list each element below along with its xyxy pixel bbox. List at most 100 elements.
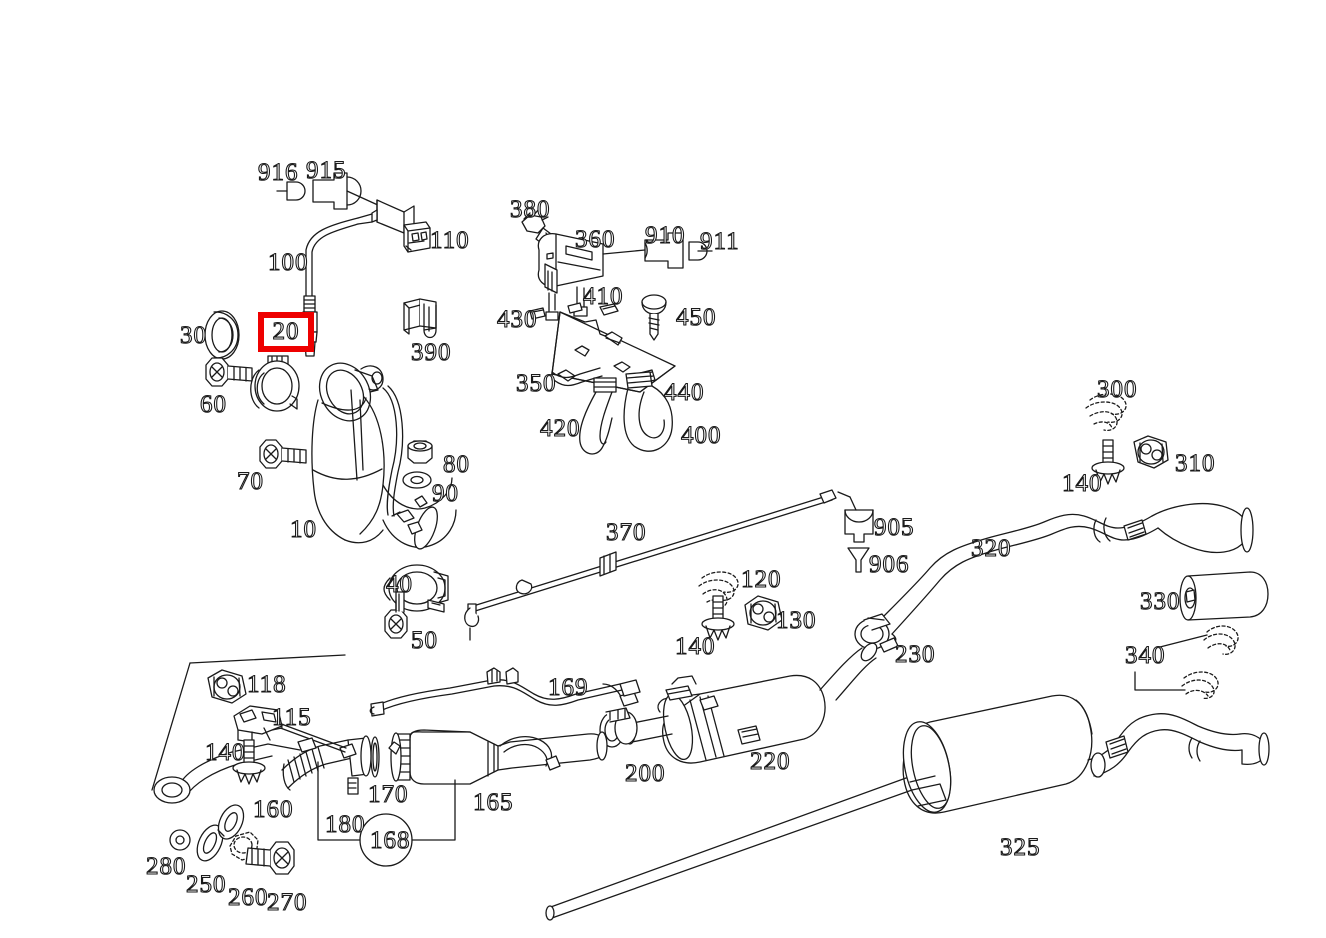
callout-330: 330	[1139, 588, 1181, 615]
callout-165: 165	[472, 789, 514, 816]
callout-340: 340	[1124, 642, 1166, 669]
pressure-line-169	[369, 667, 641, 717]
callout-230: 230	[894, 641, 936, 668]
connector-910-symbol	[602, 232, 684, 269]
callout-20-label: 20	[272, 317, 300, 345]
callout-50: 50	[410, 627, 438, 654]
callout-120: 120	[740, 566, 782, 593]
callout-140-right: 140	[1061, 470, 1103, 497]
rod-370	[464, 489, 851, 641]
callout-130: 130	[775, 607, 817, 634]
hose-400	[623, 371, 673, 452]
callout-70: 70	[236, 468, 264, 495]
washer-250	[196, 804, 245, 862]
pressure-sensor-360	[537, 233, 604, 321]
bolt-70	[259, 439, 307, 469]
callout-90: 90	[431, 480, 459, 507]
callout-110: 110	[429, 227, 470, 254]
particulate-filter-165	[388, 729, 608, 785]
rubber-mount-118	[207, 669, 247, 704]
callout-390: 390	[410, 339, 452, 366]
clip-140-middle	[701, 595, 735, 641]
part-430	[529, 307, 546, 320]
detail-circle-168	[317, 761, 456, 867]
callout-350: 350	[515, 370, 557, 397]
washer-90	[402, 471, 432, 489]
callout-10: 10	[289, 516, 317, 543]
callout-450: 450	[675, 304, 717, 331]
callout-170: 170	[367, 781, 409, 808]
callout-200: 200	[624, 760, 666, 787]
highlighted-callout-20: 20	[258, 312, 314, 352]
muffler-center-220	[602, 642, 878, 764]
gasket-30	[204, 310, 240, 360]
callout-40: 40	[385, 571, 413, 598]
part-430b	[567, 302, 583, 314]
callout-80: 80	[442, 451, 470, 478]
callout-300: 300	[1096, 376, 1138, 403]
callout-410: 410	[582, 283, 624, 310]
callout-360: 360	[574, 226, 616, 253]
reference-line-left	[151, 662, 191, 791]
clip-140-right	[1091, 439, 1125, 485]
hose-420	[579, 377, 617, 455]
callout-430: 430	[496, 306, 538, 333]
reference-line-top	[189, 654, 346, 664]
callout-260: 260	[227, 884, 269, 911]
connector-906-symbol	[847, 547, 870, 573]
clip-140-left	[232, 739, 266, 785]
bracket-350-bar	[551, 367, 603, 387]
callout-270: 270	[266, 889, 308, 916]
callout-140-middle: 140	[674, 633, 716, 660]
callout-220: 220	[749, 748, 791, 775]
connector-916-symbol	[276, 181, 306, 201]
connector-915-symbol	[312, 172, 362, 210]
bracket-110	[403, 221, 431, 253]
callout-320: 320	[970, 535, 1012, 562]
bolt-60	[205, 357, 253, 387]
callout-250: 250	[185, 871, 227, 898]
part-410	[599, 303, 619, 316]
callout-906: 906	[868, 551, 910, 578]
callout-60: 60	[199, 391, 227, 418]
callout-380: 380	[509, 196, 551, 223]
callout-905: 905	[873, 514, 915, 541]
hanger-300	[1085, 393, 1127, 432]
callout-160: 160	[252, 796, 294, 823]
resonator-330	[1179, 571, 1269, 621]
bolt-270	[245, 841, 295, 875]
rubber-mount-310	[1133, 435, 1169, 469]
callout-169: 169	[547, 674, 589, 701]
clip-390	[403, 298, 437, 339]
bolt-50	[384, 591, 408, 639]
callout-910: 910	[644, 222, 686, 249]
clamp-20	[250, 355, 300, 412]
callout-115: 115	[271, 704, 312, 731]
flex-pipe-160	[153, 717, 372, 804]
callout-140-left: 140	[204, 739, 246, 766]
rubber-mount-130	[744, 595, 783, 631]
callout-280: 280	[145, 853, 187, 880]
callout-180: 180	[324, 811, 366, 838]
callout-420: 420	[539, 415, 581, 442]
callout-168: 168	[369, 827, 411, 854]
callout-400: 400	[680, 422, 722, 449]
callout-325: 325	[999, 834, 1041, 861]
clip-180	[347, 777, 359, 795]
callout-118: 118	[246, 671, 287, 698]
connector-905-symbol	[844, 496, 874, 543]
washer-280	[169, 829, 191, 851]
detail-340	[1134, 625, 1239, 700]
screw-450	[641, 294, 667, 341]
callout-100: 100	[267, 249, 309, 276]
callout-915: 915	[305, 157, 347, 184]
callout-30: 30	[179, 322, 207, 349]
gasket-170	[370, 736, 380, 778]
callout-916: 916	[257, 159, 299, 186]
callout-310: 310	[1174, 450, 1216, 477]
connector-911-symbol	[688, 241, 713, 261]
callout-370: 370	[605, 519, 647, 546]
muffler-rear-325	[545, 694, 1270, 921]
